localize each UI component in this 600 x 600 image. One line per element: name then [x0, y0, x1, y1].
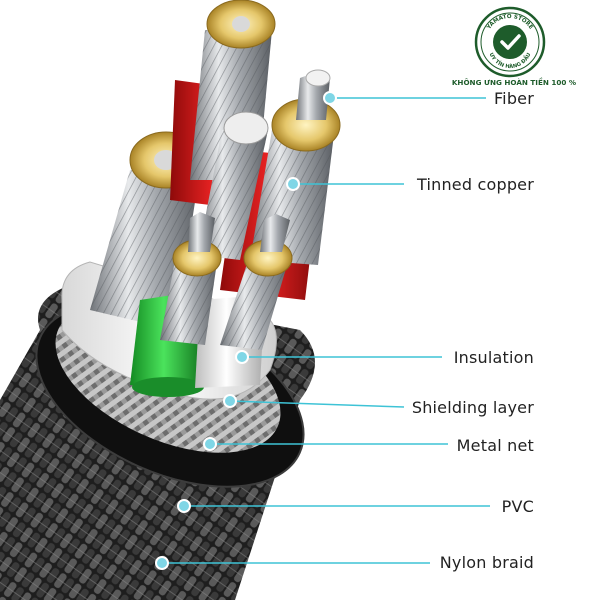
- callout-dot-nylon-braid: [155, 556, 169, 570]
- wire-small-left: [160, 212, 222, 345]
- label-fiber: Fiber: [493, 89, 534, 108]
- badge-caption: KHÔNG ƯNG HOÀN TIỀN 100 %: [451, 78, 577, 87]
- wire-center-steel: [198, 111, 269, 260]
- label-insulation: Insulation: [453, 348, 534, 367]
- callout-dot-metal-net: [203, 437, 217, 451]
- callout-lines: [155, 91, 490, 570]
- callout-dot-tinned-copper: [286, 177, 300, 191]
- label-pvc: PVC: [501, 497, 534, 516]
- label-shielding-layer: Shielding layer: [411, 398, 534, 417]
- label-metal-net: Metal net: [456, 436, 534, 455]
- callout-dot-insulation: [235, 350, 249, 364]
- wire-small-right: [220, 214, 293, 350]
- callout-dot-fiber: [323, 91, 337, 105]
- store-badge-seal: YAMATO STORE UY TÍN HÀNG ĐẦU: [474, 6, 546, 78]
- callout-dot-pvc: [177, 499, 191, 513]
- label-tinned-copper: Tinned copper: [416, 175, 534, 194]
- label-nylon-braid: Nylon braid: [439, 553, 534, 572]
- callout-line-shielding-layer: [229, 400, 405, 408]
- callout-dot-shielding-layer: [223, 394, 237, 408]
- wire-top-steel: [190, 0, 276, 180]
- checkmark-icon: [500, 34, 521, 50]
